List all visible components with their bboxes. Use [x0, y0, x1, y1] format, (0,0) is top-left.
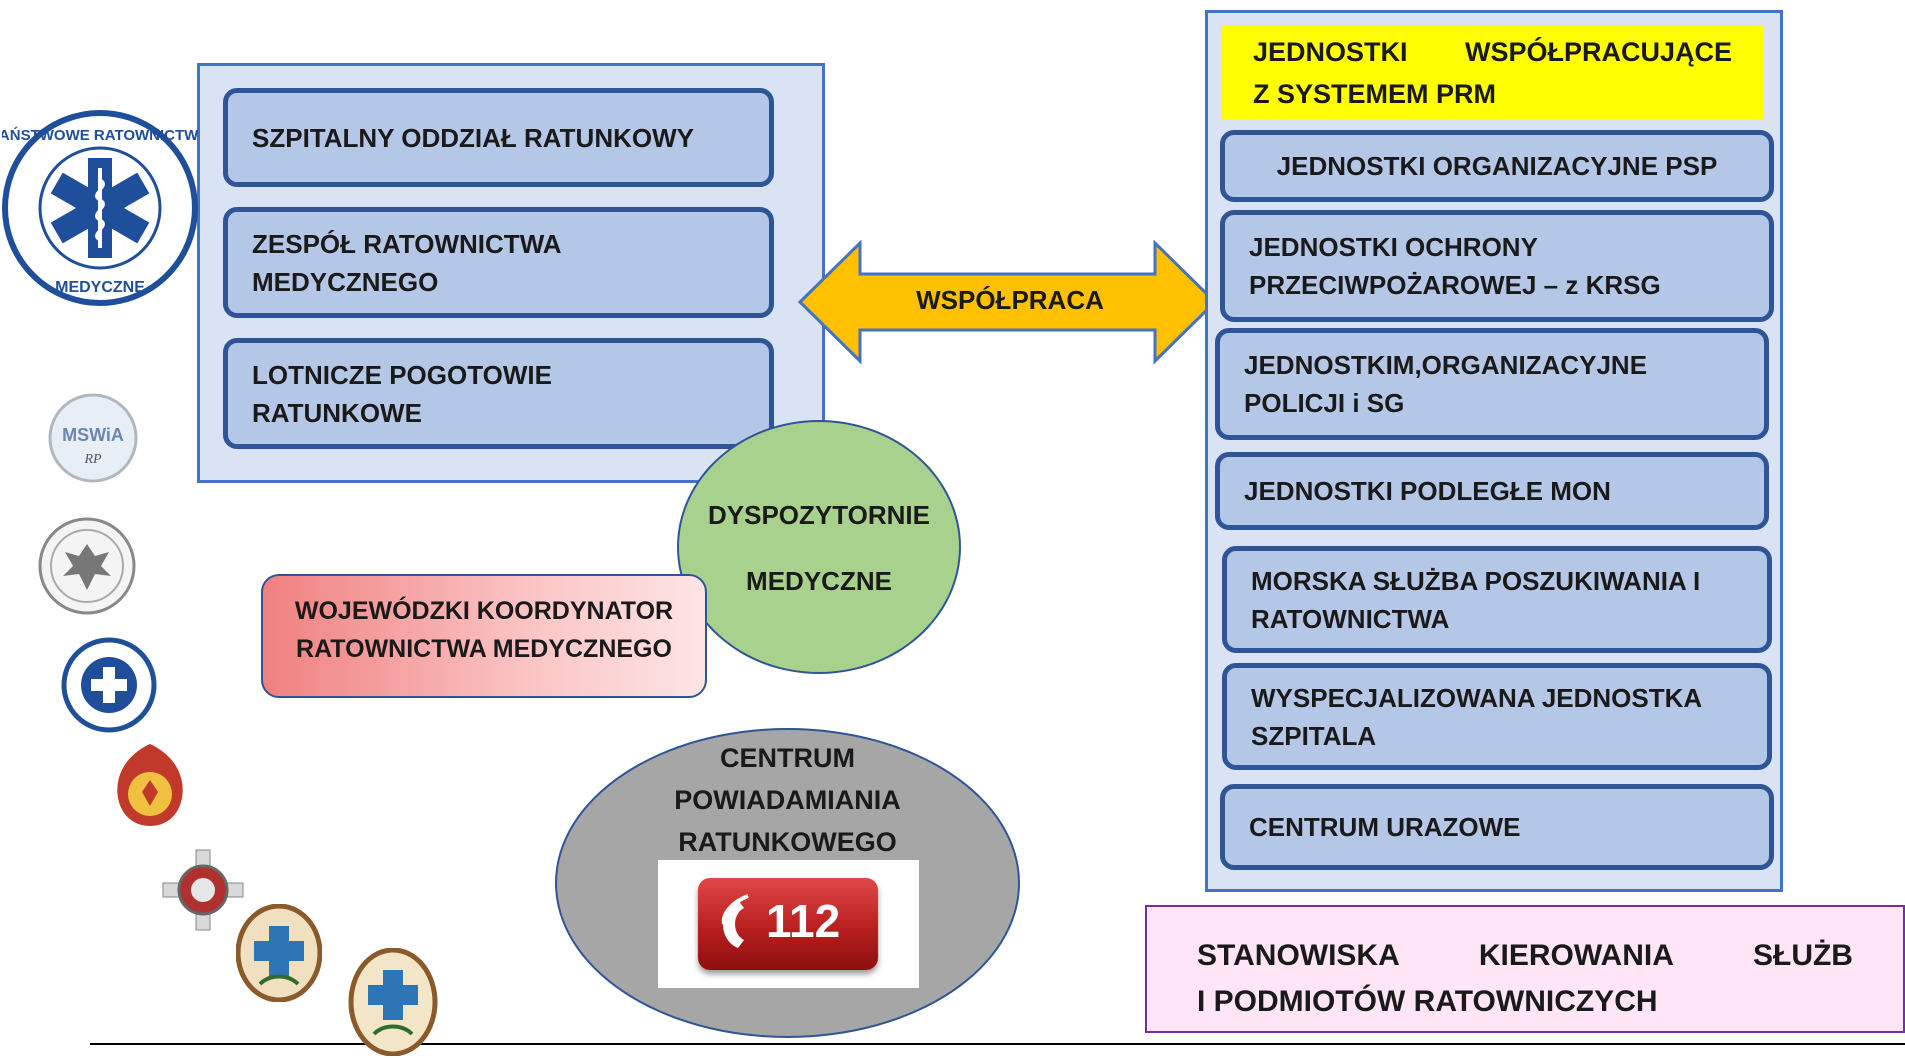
phone-112-icon: 112 — [698, 878, 878, 970]
right-item-hospital: WYSPECJALIZOWANA JEDNOSTKA SZPITALA — [1222, 663, 1772, 770]
control-posts-word2: KIEROWANIA — [1478, 939, 1674, 972]
left-item-lpr: LOTNICZE POGOTOWIE RATUNKOWE — [223, 338, 774, 449]
control-posts-word3: SŁUŻB — [1752, 939, 1853, 972]
prm-logo-text-bottom: MEDYCZNE — [55, 279, 145, 296]
right-item-label: MORSKA SŁUŻBA POSZUKIWANIA I — [1251, 565, 1701, 596]
bottom-rule — [90, 1043, 1905, 1045]
right-item-label: PRZECIWPOŻAROWEJ – z KRSG — [1249, 270, 1661, 300]
dispatch-circle — [677, 420, 961, 674]
right-item-sar: MORSKA SŁUŻBA POSZUKIWANIA I RATOWNICTWA — [1222, 546, 1772, 653]
right-item-label: JEDNOSTKI ORGANIZACYJNE PSP — [1276, 151, 1718, 181]
left-item-label: SZPITALNY ODDZIAŁ RATUNKOWY — [252, 122, 694, 153]
control-posts-box: STANOWISKA KIEROWANIA SŁUŻB I PODMIOTÓW … — [1145, 905, 1905, 1033]
mswia-icon: MSWiA RP — [48, 393, 138, 483]
mswia-sub: RP — [83, 452, 102, 467]
osp-icon — [162, 849, 244, 931]
right-item-label: JEDNOSTKIM,ORGANIZACYJNE — [1244, 350, 1648, 380]
topr-icon — [348, 948, 438, 1056]
right-item-label: JEDNOSTKI OCHRONY — [1249, 232, 1538, 262]
right-item-label: WYSPECJALIZOWANA JEDNOSTKA — [1251, 682, 1703, 713]
dispatch-line1: DYSPOZYTORNIE — [707, 500, 930, 530]
dispatch-line2: MEDYCZNE — [746, 566, 892, 596]
right-item-trauma: CENTRUM URAZOWE — [1220, 784, 1774, 870]
right-item-label: RATOWNICTWA — [1251, 603, 1450, 634]
cpr-line2: POWIADAMIANIA — [674, 785, 901, 815]
control-posts-line2: I PODMIOTÓW RATOWNICZYCH — [1197, 985, 1658, 1018]
right-item-police: JEDNOSTKIM,ORGANIZACYJNE POLICJI i SG — [1215, 328, 1769, 440]
wopr-icon — [61, 637, 157, 733]
coordinator-box — [261, 574, 707, 698]
coordinator-line1: WOJEWÓDZKI KOORDYNATOR — [294, 597, 674, 625]
emergency-number: 112 — [766, 895, 841, 947]
mswia-text: MSWiA — [62, 425, 124, 445]
right-item-ksrg: JEDNOSTKI OCHRONY PRZECIWPOŻAROWEJ – z K… — [1220, 210, 1774, 322]
coordinator-line2: RATOWNICTWA MEDYCZNEGO — [296, 635, 672, 663]
emergency-112-image: 112 — [658, 860, 919, 988]
cpr-line3: RATUNKOWEGO — [678, 827, 897, 857]
right-item-label: JEDNOSTKI PODLEGŁE MON — [1244, 476, 1611, 506]
prm-logo-text-top: PAŃSTWOWE RATOWNICTWO — [2, 127, 198, 144]
left-item-label: MEDYCZNEGO — [252, 266, 439, 297]
left-item-sor: SZPITALNY ODDZIAŁ RATUNKOWY — [223, 88, 774, 187]
header-line2: Z SYSTEMEM PRM — [1253, 79, 1497, 109]
gopr-icon — [236, 904, 322, 1002]
header-word2: WSPÓŁPRACUJĄCE — [1464, 37, 1732, 67]
control-posts-word1: STANOWISKA — [1197, 939, 1400, 972]
phone-handset-icon — [721, 894, 749, 948]
header-word1: JEDNOSTKI — [1253, 37, 1408, 67]
right-item-psp: JEDNOSTKI ORGANIZACYJNE PSP — [1220, 130, 1774, 202]
right-item-label: POLICJI i SG — [1244, 388, 1405, 418]
cooperation-label: WSPÓŁPRACA — [916, 285, 1104, 315]
right-item-label: CENTRUM URAZOWE — [1249, 812, 1521, 842]
right-item-label: SZPITALA — [1251, 720, 1377, 751]
prm-star-of-life-icon: PAŃSTWOWE RATOWNICTWO MEDYCZNE — [2, 110, 198, 306]
cpr-line1: CENTRUM — [720, 743, 855, 773]
right-panel-header: JEDNOSTKI WSPÓŁPRACUJĄCE Z SYSTEMEM PRM — [1221, 25, 1764, 120]
psp-icon — [117, 744, 183, 826]
left-item-label: RATUNKOWE — [252, 397, 422, 428]
left-item-zrm: ZESPÓŁ RATOWNICTWA MEDYCZNEGO — [223, 207, 774, 318]
left-item-label: LOTNICZE POGOTOWIE — [252, 359, 552, 390]
right-item-mon: JEDNOSTKI PODLEGŁE MON — [1215, 452, 1769, 530]
left-item-label: ZESPÓŁ RATOWNICTWA — [252, 228, 562, 259]
eagle-emblem-icon — [38, 517, 136, 615]
